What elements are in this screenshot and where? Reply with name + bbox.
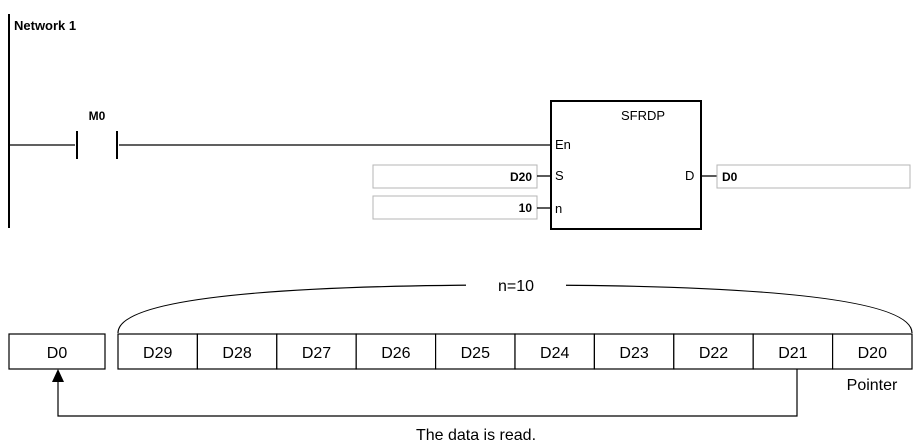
network-label: Network 1 [14, 18, 76, 33]
instruction-name: SFRDP [621, 108, 665, 123]
arrow-head-icon [52, 369, 64, 382]
register-cell [435, 333, 516, 370]
operand-d-box [716, 164, 911, 189]
operand-d-field[interactable]: D0 [716, 164, 911, 189]
register-cell-label: D20 [858, 345, 887, 362]
register-cell [276, 333, 357, 370]
register-cell-label: D21 [778, 345, 807, 362]
operand-n-value: 10 [519, 201, 533, 215]
register-cell-label: D25 [461, 345, 490, 362]
register-cell-label: D24 [540, 345, 569, 362]
operand-s-field[interactable]: D20 [372, 164, 538, 189]
operand-s-value: D20 [510, 170, 532, 184]
pin-en: En [555, 137, 571, 152]
register-cell-label: D28 [222, 345, 251, 362]
register-cell [752, 333, 834, 370]
read-caption: The data is read. [416, 427, 536, 444]
arc-label-bg [466, 274, 566, 296]
register-row: D29 D28 D27 D26 D25 D24 D23 D22 D21 D20 [117, 333, 913, 370]
pin-n: n [555, 201, 562, 216]
read-path-line [57, 369, 798, 417]
register-cell-label: D26 [381, 345, 410, 362]
operand-n-field[interactable]: 10 [372, 195, 538, 220]
contact-label: M0 [89, 109, 106, 123]
register-cell [117, 333, 199, 370]
target-register-box [8, 333, 106, 370]
register-cell [593, 333, 675, 370]
function-block-frame [550, 100, 702, 230]
register-cell-label: D29 [143, 345, 172, 362]
operand-d-value: D0 [722, 170, 738, 184]
pin-d: D [685, 168, 694, 183]
sfrdp-block[interactable] [550, 100, 702, 230]
pointer-label: Pointer [847, 377, 898, 394]
register-cell-label: D23 [619, 345, 648, 362]
range-label: n=10 [498, 278, 534, 295]
target-register-label: D0 [47, 345, 68, 362]
contact-m0[interactable] [76, 131, 118, 159]
pin-s: S [555, 168, 564, 183]
register-cell-label: D27 [302, 345, 331, 362]
operand-n-box [372, 195, 538, 220]
register-cell-label: D22 [699, 345, 728, 362]
register-cell [831, 333, 913, 370]
